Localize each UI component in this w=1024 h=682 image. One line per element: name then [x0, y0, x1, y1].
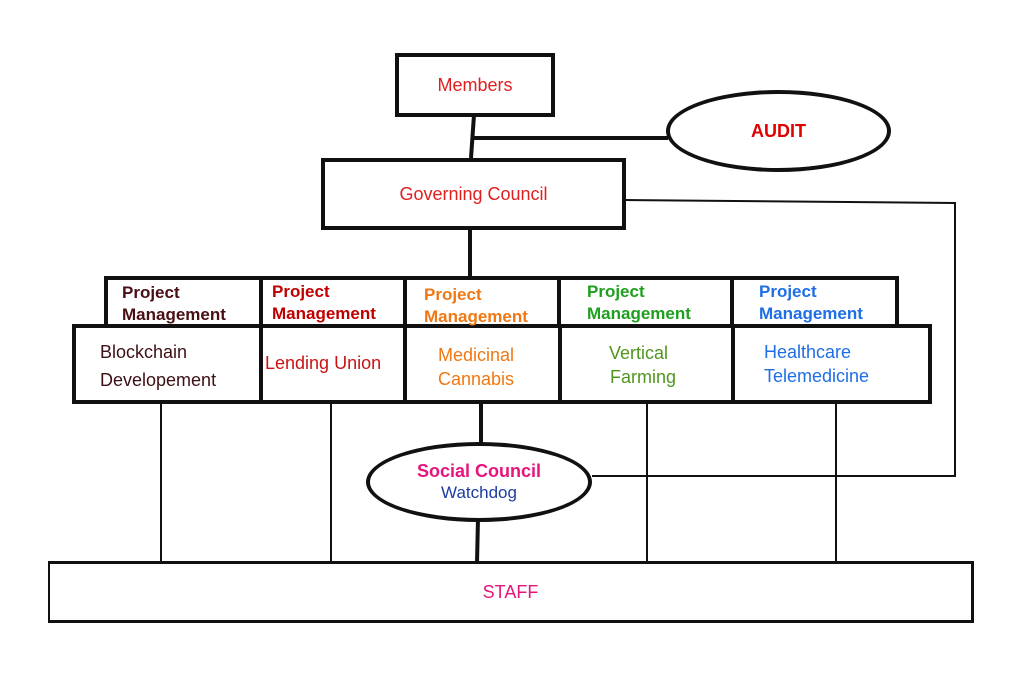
governing-council-label: Governing Council [399, 183, 548, 204]
project-medicinal-cannabis: Medicinal Cannabis [438, 345, 515, 389]
pm-label-lending: Project Management [272, 282, 376, 323]
audit-label: AUDIT [751, 120, 806, 141]
pm-label-farming: Project Management [587, 282, 691, 323]
pm-label-telemedicine: Project Management [759, 282, 863, 323]
staff-label: STAFF [482, 581, 539, 602]
projects-row [72, 324, 932, 404]
members-to-council-line [469, 114, 476, 159]
social-council-subtitle: Watchdog [441, 483, 517, 502]
project-healthcare-telemedicine: Healthcare Telemedicine [764, 342, 870, 386]
members-label: Members [437, 74, 513, 95]
project-vertical-farming: Vertical Farming [609, 343, 677, 387]
social-council-to-staff-line [475, 517, 480, 564]
council-to-social-council-line [592, 199, 956, 477]
audit-ellipse: AUDIT [666, 90, 891, 172]
pm-label-cannabis: Project Management [424, 285, 528, 326]
pm-label-blockchain: Project Management [122, 283, 226, 324]
project-management-row [104, 276, 899, 330]
governing-council-box: Governing Council [321, 158, 626, 230]
project-lending-union: Lending Union [265, 353, 382, 373]
staff-box: STAFF [48, 561, 974, 623]
project-blockchain: Blockchain Developement [100, 342, 217, 390]
social-council-title: Social Council [416, 461, 542, 481]
members-box: Members [395, 53, 555, 117]
social-council-ellipse: Social Council Watchdog [366, 442, 592, 522]
